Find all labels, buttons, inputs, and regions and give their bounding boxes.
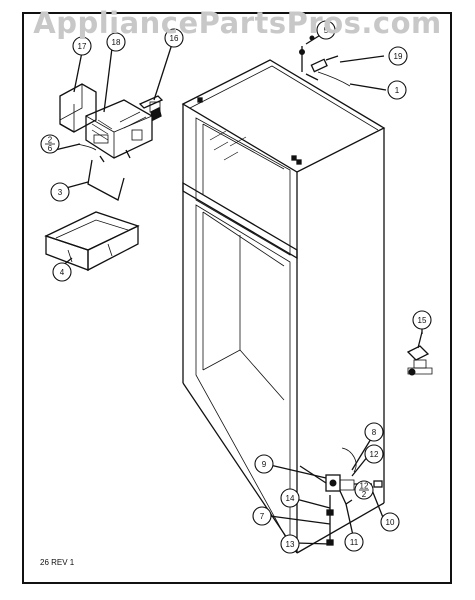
callout-c10-circle <box>380 512 400 532</box>
callout-c13-label: 13 <box>286 540 295 549</box>
callout-c9-circle <box>254 454 274 474</box>
callout-c11-circle <box>344 532 364 552</box>
ice-maker-cover-17 <box>59 83 97 133</box>
callout-c12a-label: 12 <box>370 450 379 459</box>
callout-c7-label: 7 <box>260 512 265 521</box>
callout-c14-label: 14 <box>286 494 295 503</box>
callout-c18-circle <box>106 32 126 52</box>
callout-c10-label: 10 <box>386 518 395 527</box>
ice-bucket-4 <box>44 211 140 272</box>
callout-c3-label: 3 <box>58 188 63 197</box>
callout-c18-label: 18 <box>112 38 121 47</box>
leader-lines <box>54 33 423 545</box>
callout-c4-circle <box>52 262 72 282</box>
callout-c12b-label: 12 <box>360 482 369 491</box>
callout-c9-label: 9 <box>262 460 267 469</box>
callout-c4-label: 4 <box>60 268 65 277</box>
callout-c17-circle <box>72 36 92 56</box>
part-16 <box>138 95 164 121</box>
callout-c11-label: 11 <box>350 538 359 547</box>
callout-c7-circle <box>252 506 272 526</box>
callout-c1-label: 1 <box>395 86 400 95</box>
callout-c5-label: 5 <box>324 26 329 35</box>
callout-c8-circle <box>364 422 384 442</box>
ice-maker-18 <box>77 99 153 163</box>
callout-c17-label: 17 <box>78 42 87 51</box>
callout-c14-circle <box>280 488 300 508</box>
callout-c2-label: 2 <box>48 136 53 145</box>
callout-c19-circle <box>388 46 408 66</box>
callout-c2b-label: 2 <box>362 490 367 499</box>
callout-c15-label: 15 <box>418 316 427 325</box>
callout-c6-label: 6 <box>48 144 53 153</box>
callout-c19-label: 19 <box>394 52 403 61</box>
callout-c16-circle <box>164 28 184 48</box>
callout-c5-circle <box>316 20 336 40</box>
ice-maker-wire-3 <box>87 159 125 201</box>
callout-c8-label: 8 <box>372 428 377 437</box>
water-valve-15 <box>406 331 433 376</box>
cabinet-liner <box>181 59 386 554</box>
callout-c13-circle <box>280 534 300 554</box>
callout-c3-circle <box>50 182 70 202</box>
callout-c15-circle <box>412 310 432 330</box>
callout-c12a-circle <box>364 444 384 464</box>
revision-label: 26 REV 1 <box>40 558 75 567</box>
callout-c1-circle <box>387 80 407 100</box>
diagram-border <box>22 12 452 584</box>
callout-c16-label: 16 <box>170 34 179 43</box>
